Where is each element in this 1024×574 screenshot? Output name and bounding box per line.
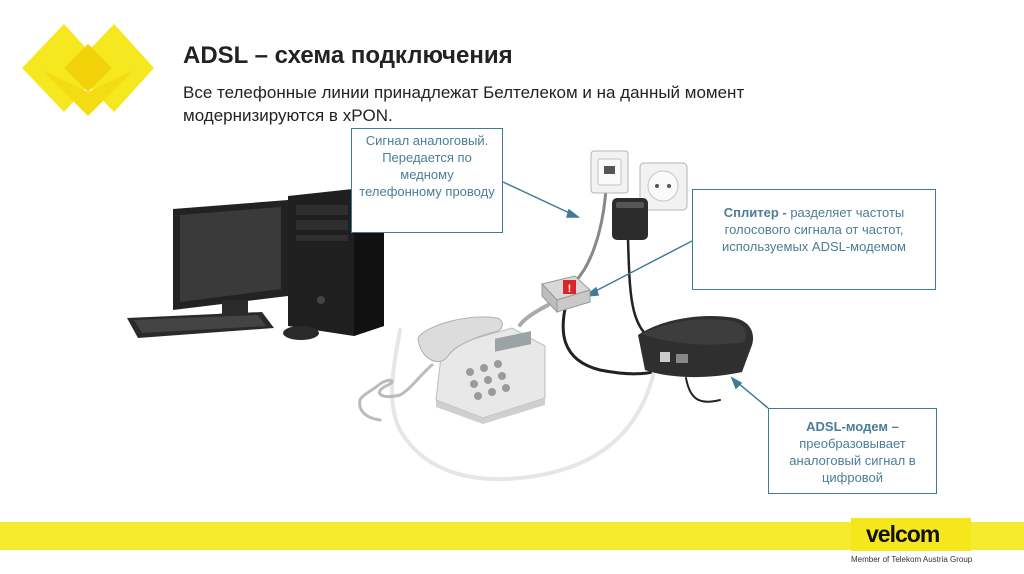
phone-cord: [358, 363, 434, 422]
splitter-to-phone-cable: [518, 303, 550, 327]
slide-title: ADSL – схема подключения: [183, 42, 513, 69]
brand-box: [851, 518, 971, 551]
modem-callout-term: ADSL-модем –: [806, 419, 899, 434]
phone-line-cable: [563, 186, 608, 294]
modem-icon: [638, 315, 754, 378]
modem-callout: ADSL-модем – преобразовывает аналоговый …: [768, 408, 937, 494]
splitter-callout-text: разделяет частоты голосового сигнала от …: [722, 205, 906, 254]
modem-to-computer-cable: [390, 328, 656, 482]
telephone-icon: [417, 316, 546, 424]
modem-extra-cable: [685, 377, 721, 403]
analog-signal-callout: Сигнал аналоговый. Передается по медному…: [351, 128, 503, 233]
splitter-icon: !: [541, 275, 591, 314]
power-socket-icon: [639, 162, 688, 211]
slide-subtitle: Все телефонные линии принадлежат Белтеле…: [183, 83, 745, 125]
phone-socket-icon: [590, 150, 629, 194]
heart-logo-icon: [22, 24, 154, 116]
keyboard-icon: [127, 312, 274, 338]
mouse-icon: [283, 326, 319, 340]
monitor-icon: [173, 200, 288, 323]
member-caption: Member of Telekom Austria Group: [851, 555, 973, 564]
modem-callout-text: преобразовывает аналоговый сигнал в цифр…: [789, 436, 916, 485]
splitter-mark: !: [568, 283, 572, 295]
brand-logo: velcom: [866, 521, 940, 547]
power-adapter-icon: [612, 198, 648, 240]
splitter-callout-term: Сплитер -: [723, 205, 787, 220]
splitter-callout: Сплитер - разделяет частоты голосового с…: [692, 189, 936, 290]
